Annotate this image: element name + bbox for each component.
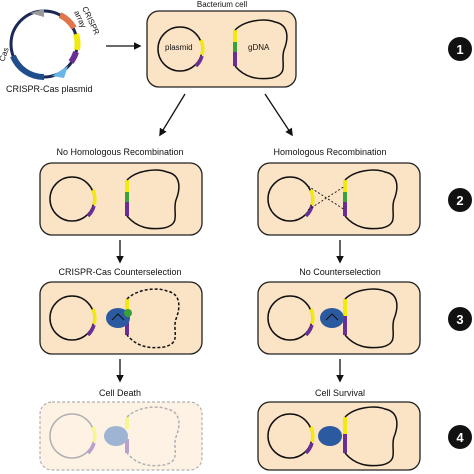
step-2-badge: 2 (448, 188, 472, 212)
resistance-gene-arrow (52, 66, 68, 78)
origin-arrow (30, 9, 44, 17)
right-branch-title: Homologous Recombination (273, 147, 386, 157)
bacterium-cell: Bacterium cell plasmid gDNA (146, 0, 297, 88)
cleaved-gdna (126, 288, 180, 349)
svg-text:3: 3 (456, 312, 463, 327)
plasmid-label: plasmid (165, 43, 193, 52)
step-3-badge: 3 (448, 307, 472, 331)
cell-title: Bacterium cell (197, 0, 247, 9)
crispr-cas-plasmid: CRISPR array Cas CRISPR-Cas plasmid (0, 5, 101, 94)
cas-protein (320, 308, 344, 328)
cell-hr (257, 162, 421, 236)
left-selection-title: CRISPR-Cas Counterselection (58, 267, 181, 277)
arrow-to-hr (264, 93, 293, 137)
cell-counterselection (39, 281, 203, 355)
left-outcome-title: Cell Death (99, 388, 141, 398)
gdna-loop (234, 19, 288, 80)
cas-gene (10, 54, 45, 81)
cas-label: Cas (0, 46, 11, 62)
svg-text:1: 1 (456, 42, 463, 57)
gdna-label: gDNA (248, 43, 270, 52)
surviving-cell (257, 401, 421, 471)
step-1-badge: 1 (448, 37, 472, 61)
cell-no-counterselection (257, 281, 421, 355)
svg-text:4: 4 (456, 430, 464, 445)
plasmid-purple-segment (68, 51, 79, 64)
right-outcome-title: Cell Survival (315, 388, 365, 398)
dead-cell (39, 401, 203, 471)
plasmid-yellow-segment (73, 33, 81, 51)
step-4-badge: 4 (448, 425, 472, 449)
plasmid-caption: CRISPR-Cas plasmid (6, 84, 93, 94)
crispr-array-segment (58, 12, 77, 30)
svg-text:2: 2 (456, 193, 463, 208)
cell-no-hr (39, 162, 203, 236)
right-selection-title: No Counterselection (299, 267, 381, 277)
arrow-to-no-hr (159, 93, 186, 137)
cas-protein (318, 426, 342, 446)
left-branch-title: No Homologous Recombination (56, 147, 183, 157)
